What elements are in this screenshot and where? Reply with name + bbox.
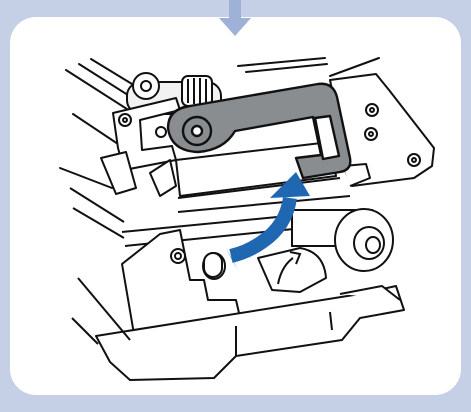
curved-arrow-icon xyxy=(226,172,310,270)
curved-arrow-small-icon xyxy=(277,251,302,285)
release-lever xyxy=(166,82,352,180)
bottom-base xyxy=(95,285,405,381)
left-frame-lines xyxy=(69,187,131,345)
arrow-down-icon xyxy=(219,0,251,36)
right-bracket-plate xyxy=(329,73,435,187)
machine-frame-lines xyxy=(59,57,380,189)
media-guide xyxy=(257,247,327,293)
head-frame xyxy=(100,97,337,197)
front-side-plate xyxy=(121,229,243,341)
platen-roller xyxy=(291,208,394,272)
